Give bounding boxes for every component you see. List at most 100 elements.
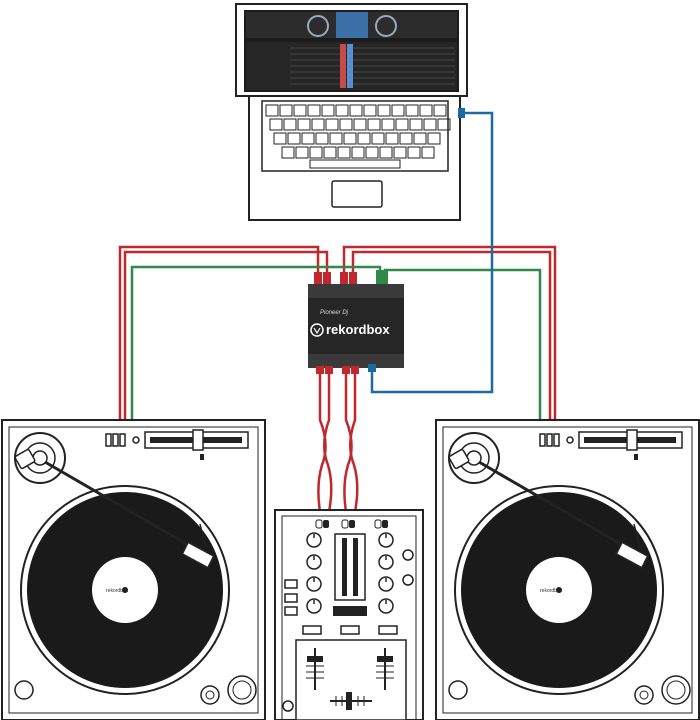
key [323,146,337,159]
level-meter [334,533,366,601]
screen-deck-a [246,12,344,38]
side-knob [402,549,414,561]
key [311,118,325,131]
red-cable-left-outer [118,245,320,420]
red-cable-mixer-c [343,372,353,513]
key [329,132,343,145]
red-cable-mixer-b [323,372,333,513]
channel-faders [307,648,393,690]
key [395,118,409,131]
red-cable-mixer-d [349,372,359,513]
top-rca-plugs [314,270,388,286]
key [423,118,437,131]
key [335,104,349,117]
key [315,132,329,145]
screen-waveform [336,12,368,38]
counterweight [14,448,36,470]
mixer-knob [378,532,394,548]
turntable-right: rekordbox [435,419,700,720]
stop-button [448,680,468,700]
start-light [566,436,574,444]
key [351,146,365,159]
key [281,146,295,159]
key [405,104,419,117]
speed-buttons [105,433,126,447]
key [391,104,405,117]
stop-button [14,680,34,700]
key [409,118,423,131]
red-cable-left-inner [123,250,329,420]
channel-2-knobs [378,532,394,614]
key [377,104,391,117]
key [413,132,427,145]
display-bar [333,606,367,616]
space-key [309,159,401,169]
laptop-keys [265,104,451,169]
key [357,132,371,145]
key [295,146,309,159]
key [367,118,381,131]
key [273,132,287,145]
key [393,146,407,159]
mixer-knob [306,576,322,592]
key [381,118,395,131]
platter-label-text: rekordbox [540,588,563,594]
key [301,132,315,145]
target-light-inner [639,690,649,700]
screen-jog-a [307,15,329,37]
key [293,104,307,117]
mixer [274,509,424,720]
key [433,104,447,117]
audio-interface: Pioneer Dj rekordbox [308,270,404,374]
screen-deck-b [359,12,457,38]
headphone-jack [282,700,294,712]
key [385,132,399,145]
start-light [132,436,140,444]
mixer-knob [306,554,322,570]
interface-logo-text: rekordbox [326,322,390,337]
tonearm [478,460,625,548]
key [349,104,363,117]
counterweight [448,448,470,470]
usb-cable [370,111,494,394]
key [287,132,301,145]
key [283,118,297,131]
key [321,104,335,117]
key [379,146,393,159]
key [337,146,351,159]
red-cable-right-inner [351,250,552,420]
mixer-input-plugs [315,519,388,529]
mixer-knob [306,532,322,548]
key [365,146,379,159]
key [399,132,413,145]
speed-buttons [539,433,560,447]
key [353,118,367,131]
key [339,118,353,131]
pitch-fader-knob [192,429,204,451]
side-knob-2 [402,574,414,586]
headshell [614,540,650,570]
interface-bottom-panel [308,354,404,368]
channel-1-knobs [306,532,322,614]
headshell [180,540,216,570]
key [427,132,441,145]
target-light-inner [205,690,215,700]
key [307,104,321,117]
key [437,118,451,131]
ground-cable-right [383,268,542,420]
red-cable-mixer-a [317,372,327,513]
interface-brand: Pioneer Dj [320,310,349,316]
key [297,118,311,131]
key [269,118,283,131]
screen-jog-b [375,15,397,37]
key [421,146,435,159]
key [325,118,339,131]
screen-artwork-column [340,44,353,88]
crossfader [330,692,372,710]
laptop-trackpad [331,180,383,208]
key [279,104,293,117]
mixer-knob [378,554,394,570]
mixer-knob [306,598,322,614]
key [343,132,357,145]
